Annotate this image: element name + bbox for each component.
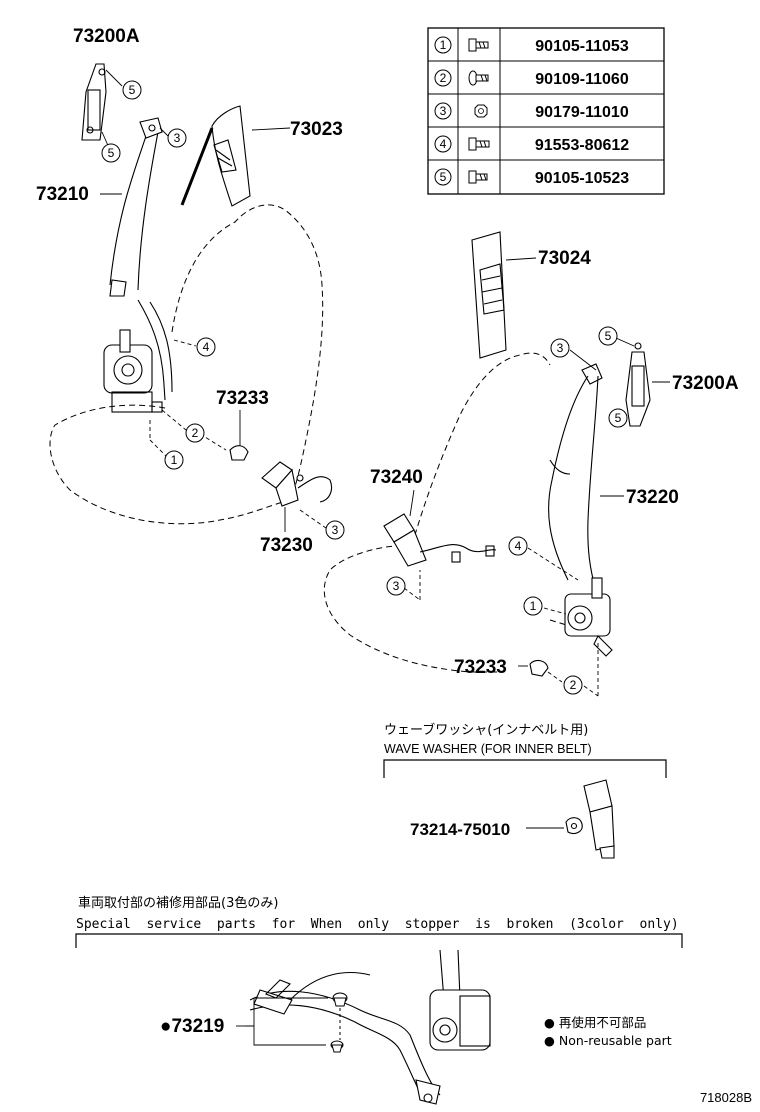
legend-non-reusable-en: ● Non-reusable part — [544, 1033, 672, 1048]
part-label-belt-left: 73210 — [36, 184, 89, 205]
part-label-pillar-cover-right: 73024 — [538, 248, 591, 269]
legend: ● 再使用不可部品 ● Non-reusable part — [544, 1015, 672, 1048]
right-adjuster — [625, 342, 651, 427]
callout-number: 3 — [393, 579, 400, 593]
part-label-buckle-left: 73230 — [260, 535, 313, 556]
callout-number: 4 — [515, 539, 522, 553]
fastener-ref: 4 — [440, 137, 447, 151]
callout-circle: 5 — [608, 408, 628, 428]
left-retractor — [103, 329, 163, 413]
wave-washer-part-number: 73214-75010 — [410, 820, 510, 839]
stopper-part — [330, 992, 348, 1053]
right-pillar-cover — [471, 231, 507, 359]
fastener-row: 3 90179-11010 — [434, 102, 629, 121]
fastener-row: 5 90105-10523 — [434, 168, 629, 187]
left-leaders — [101, 69, 327, 532]
wave-washer-title-jp: ウェーブワッシャ(インナベルト用) — [384, 722, 588, 738]
left-seat-outline — [49, 204, 324, 525]
special-service-section: 車両取付部の補修用部品(3色のみ) Special service parts … — [75, 895, 683, 1105]
fastener-part-number: 91553-80612 — [535, 137, 629, 154]
special-service-title-jp: 車両取付部の補修用部品(3色のみ) — [78, 895, 278, 911]
callout-circle: 5 — [598, 326, 618, 346]
fastener-part-number: 90105-10523 — [535, 170, 629, 187]
bolt-icon — [468, 137, 490, 151]
callout-number: 5 — [605, 329, 612, 343]
fastener-part-number: 90179-11010 — [535, 104, 629, 121]
part-label-belt-right: 73220 — [626, 487, 679, 508]
callout-circle: 3 — [167, 128, 187, 148]
bolt-icon — [468, 38, 489, 52]
callout-circle: 3 — [386, 576, 406, 596]
bolt-icon — [468, 70, 489, 86]
callout-number: 3 — [557, 341, 564, 355]
part-label-pillar-cover-left: 73023 — [290, 119, 343, 140]
callout-circle: 5 — [122, 80, 142, 100]
part-label-adjuster-right: 73200A — [672, 373, 739, 394]
callout-number: 5 — [108, 146, 115, 160]
callout-circle: 1 — [164, 450, 184, 470]
part-label-stopper-left: 73233 — [216, 388, 269, 409]
fastener-row: 4 91553-80612 — [434, 135, 629, 154]
fastener-ref: 3 — [440, 104, 447, 118]
special-service-part-number: ●73219 — [160, 1016, 224, 1037]
callout-circle: 1 — [523, 596, 543, 616]
callout-number: 1 — [530, 599, 537, 613]
callout-circle: 5 — [101, 143, 121, 163]
callout-circle: 2 — [563, 675, 583, 695]
fastener-part-number: 90109-11060 — [535, 71, 629, 88]
nut-icon — [474, 104, 488, 118]
legend-non-reusable-jp: ● 再使用不可部品 — [544, 1015, 646, 1030]
callout-circle: 2 — [185, 423, 205, 443]
callout-circle: 3 — [325, 520, 345, 540]
part-label-stopper-right: 73233 — [454, 657, 507, 678]
left-stopper-73233 — [229, 445, 249, 461]
right-belt — [548, 363, 603, 591]
wave-washer — [565, 817, 583, 835]
callout-number: 5 — [129, 83, 136, 97]
fastener-table: 1 90105-11053 2 90109-11060 3 — [427, 27, 665, 195]
wave-washer-title-en: WAVE WASHER (FOR INNER BELT) — [384, 742, 592, 756]
callout-circle: 4 — [508, 536, 528, 556]
special-service-title-en: Special service parts for When only stop… — [76, 917, 679, 932]
callout-number: 2 — [192, 426, 199, 440]
callout-number: 1 — [171, 453, 178, 467]
callout-number: 4 — [203, 340, 210, 354]
left-belt — [109, 129, 173, 401]
right-buckle — [383, 513, 497, 567]
part-label-adjuster-left: 73200A — [73, 26, 140, 47]
fastener-row: 2 90109-11060 — [434, 69, 629, 88]
right-seat-outline — [323, 352, 597, 673]
left-buckle — [261, 461, 333, 507]
inner-belt-buckle — [583, 779, 615, 859]
callout-number: 5 — [615, 411, 622, 425]
right-stopper-73233 — [529, 659, 549, 677]
fastener-ref: 1 — [440, 38, 447, 52]
left-anchor — [139, 117, 163, 139]
fastener-ref: 5 — [440, 170, 447, 184]
callout-circle: 4 — [196, 337, 216, 357]
wave-washer-section: ウェーブワッシャ(インナベルト用) WAVE WASHER (FOR INNER… — [383, 722, 667, 859]
left-adjuster — [81, 63, 107, 141]
figure-number: 718028B — [700, 1090, 752, 1105]
bolt-icon — [468, 170, 488, 184]
fastener-part-number: 90105-11053 — [535, 38, 629, 55]
callout-number: 3 — [332, 523, 339, 537]
callout-number: 2 — [570, 678, 577, 692]
fastener-row: 1 90105-11053 — [434, 36, 629, 55]
callout-number: 3 — [174, 131, 181, 145]
callout-circle: 3 — [550, 338, 570, 358]
part-label-buckle-right: 73240 — [370, 467, 423, 488]
fastener-ref: 2 — [440, 71, 447, 85]
right-leaders — [403, 257, 670, 697]
stopper-assembly — [249, 949, 491, 1105]
right-retractor — [564, 577, 613, 657]
left-pillar-cover — [180, 105, 251, 207]
